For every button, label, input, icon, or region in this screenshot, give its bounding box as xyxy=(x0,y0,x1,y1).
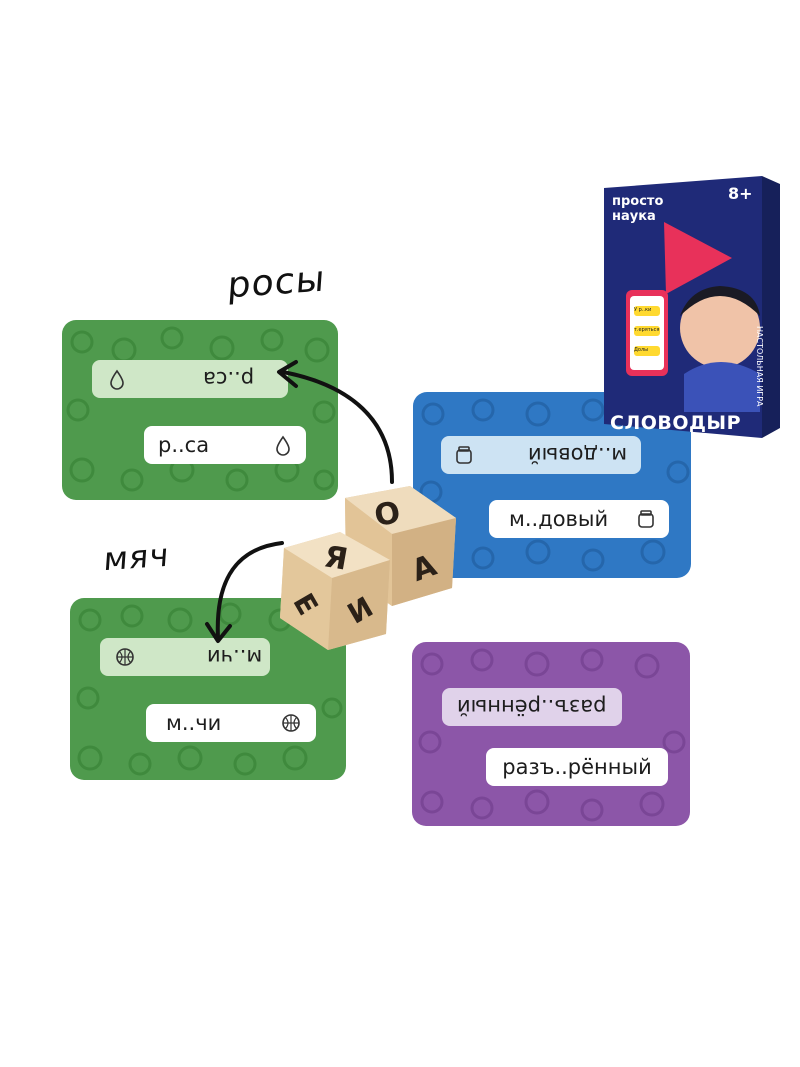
box-age-badge: 8+ xyxy=(728,184,753,203)
card-pattern xyxy=(66,326,336,492)
game-box: просто наука 8+ У р..ки т.еряться Долы С… xyxy=(604,176,782,438)
word-mirrored: м..довый xyxy=(527,443,627,467)
honey-jar-icon xyxy=(635,508,657,535)
annotation-myach: мяч xyxy=(102,535,171,579)
annotation-rosy: росы xyxy=(226,258,327,307)
card-purple: разъ..рённый разъ..рённый xyxy=(412,642,690,826)
box-phone-line2: т.еряться xyxy=(634,327,660,333)
drop-icon xyxy=(272,434,294,461)
die-letter: О xyxy=(372,495,403,534)
game-box-art xyxy=(604,176,780,438)
bubble-word: р..са xyxy=(144,426,306,464)
word: р..са xyxy=(158,433,210,457)
box-brand-line1: просто xyxy=(612,194,664,209)
drop-icon xyxy=(106,368,128,395)
box-spine-text: НАСТОЛЬНАЯ ИГРА xyxy=(755,326,764,407)
bubble-mirrored: м..чи xyxy=(100,638,270,676)
bubble-mirrored: р..са xyxy=(92,360,288,398)
card-pattern xyxy=(418,648,686,822)
bubble-word: м..довый xyxy=(489,500,669,538)
box-phone-line1: У р..ки xyxy=(634,307,652,313)
die-front: Я Е И xyxy=(280,532,390,650)
word: м..довый xyxy=(509,507,609,531)
ball-icon xyxy=(114,646,136,673)
box-phone-line3: Долы xyxy=(634,347,649,353)
bubble-word: м..чи xyxy=(146,704,316,742)
word: разъ..рённый xyxy=(502,755,652,779)
bubble-word: разъ..рённый xyxy=(486,748,668,786)
word-mirrored: м..чи xyxy=(206,645,262,669)
box-title: СЛОВОДЫР xyxy=(610,412,742,434)
word: м..чи xyxy=(166,711,222,735)
word-mirrored: разъ..рённый xyxy=(457,695,607,719)
honey-jar-icon xyxy=(453,444,475,471)
bubble-mirrored: разъ..рённый xyxy=(442,688,622,726)
dice: О А Я Е И xyxy=(280,486,456,650)
ball-icon xyxy=(280,712,302,739)
bubble-mirrored: м..довый xyxy=(441,436,641,474)
word-mirrored: р..са xyxy=(202,367,254,391)
card-green-top: р..са р..са xyxy=(62,320,338,500)
box-brand-line2: наука xyxy=(612,209,656,224)
